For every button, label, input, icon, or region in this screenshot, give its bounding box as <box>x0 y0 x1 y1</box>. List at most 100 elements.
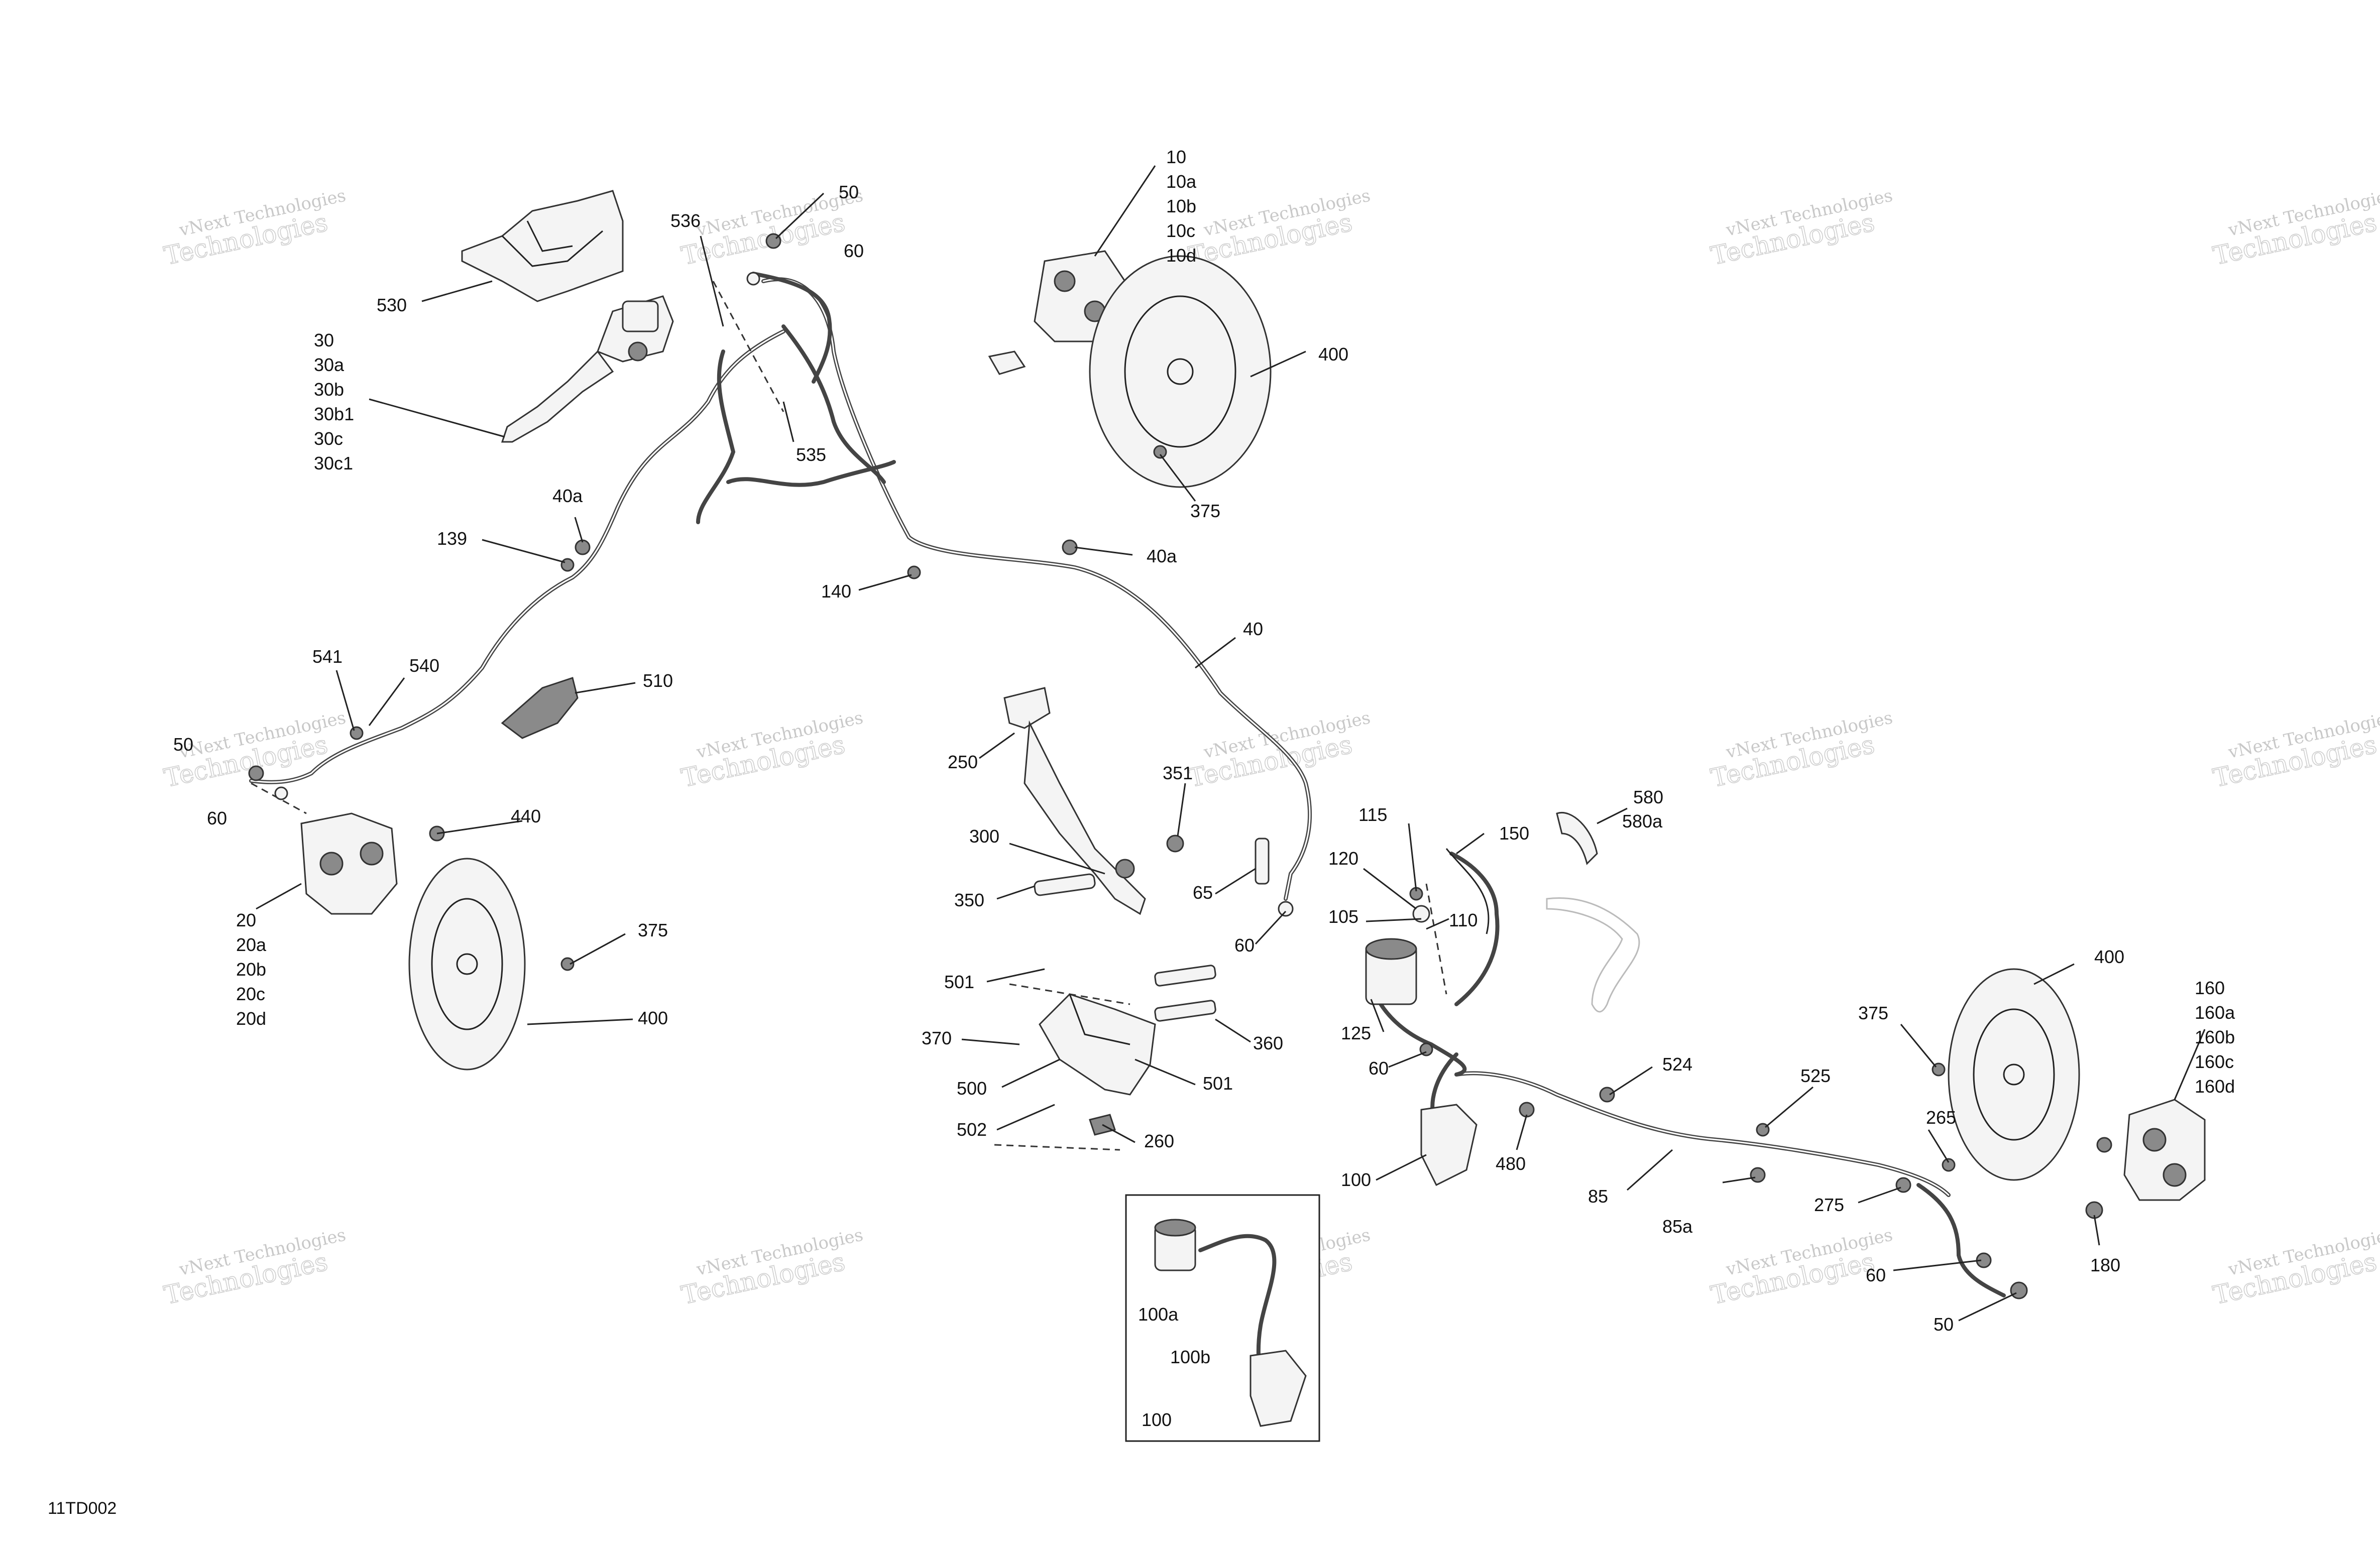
callout-labels: 10 10a 10b 10c 10d 50 60 536 530 30 30a … <box>173 147 2235 1335</box>
part-65-switch <box>1255 838 1270 885</box>
label-480: 480 <box>1496 1153 1526 1174</box>
label-580: 580 <box>1633 787 1663 807</box>
inset-box-100: 100a 100b 100 <box>1125 1194 1320 1442</box>
brake-line-junction <box>696 349 736 524</box>
label-40a-right: 40a <box>1147 546 1177 566</box>
part-500-bracket <box>1039 993 1156 1096</box>
part-100-master-cylinder <box>1420 1104 1478 1186</box>
label-10b: 10b <box>1166 196 1196 216</box>
label-536: 536 <box>670 210 701 231</box>
label-60-rear: 60 <box>1866 1265 1886 1285</box>
label-30c1: 30c1 <box>314 453 353 473</box>
fastener-60-left <box>274 786 288 800</box>
label-100: 100 <box>1341 1169 1371 1190</box>
label-502: 502 <box>957 1119 987 1140</box>
brake-line-lever <box>726 460 896 487</box>
watermark: vNext Technologies Technologies <box>2210 707 2380 793</box>
label-110: 110 <box>1449 910 1478 930</box>
watermark: vNext Technologies Technologies <box>2210 1225 2380 1310</box>
fastener-50-rear <box>2010 1281 2028 1299</box>
brake-line-front-left-inner <box>250 330 784 783</box>
fastener-60-top <box>746 272 760 286</box>
watermark: vNext Technologies Technologies <box>1708 185 1894 271</box>
watermark: vNext Technologies Technologies <box>161 185 348 271</box>
label-120: 120 <box>1328 848 1358 869</box>
label-10: 10 <box>1166 147 1186 167</box>
label-370: 370 <box>922 1028 952 1048</box>
fastener-40a-right <box>1062 539 1078 555</box>
hose-master-cylinder <box>1369 982 1467 1077</box>
part-400-disc-left <box>408 858 526 1071</box>
label-160: 160 <box>2195 978 2225 998</box>
label-30c: 30c <box>314 428 343 449</box>
label-160d: 160d <box>2195 1076 2235 1097</box>
label-30b: 30b <box>314 379 344 400</box>
fastener-85a <box>1750 1167 1766 1183</box>
label-375-left: 375 <box>638 920 668 940</box>
label-300: 300 <box>969 826 999 847</box>
label-20b: 20b <box>236 959 266 980</box>
label-50-top: 50 <box>839 182 859 202</box>
label-10c: 10c <box>1166 220 1195 241</box>
part-510-guard <box>501 677 579 739</box>
label-65: 65 <box>1193 882 1213 903</box>
hose-150 <box>1449 852 1500 1006</box>
label-375-right: 375 <box>1858 1003 1888 1023</box>
fastener-275 <box>1895 1177 1911 1193</box>
label-10d: 10d <box>1166 245 1196 266</box>
label-105: 105 <box>1328 906 1358 927</box>
label-160b: 160b <box>2195 1027 2235 1047</box>
fastener-265 <box>1942 1158 1956 1172</box>
label-30a: 30a <box>314 354 345 375</box>
fastener-375-top <box>1153 445 1167 459</box>
label-100a: 100a <box>1138 1304 1179 1325</box>
label-150: 150 <box>1499 823 1529 844</box>
label-375-top: 375 <box>1190 501 1220 521</box>
label-85a: 85a <box>1662 1216 1693 1237</box>
watermark: vNext Technologies Technologies <box>161 1225 348 1310</box>
label-30: 30 <box>314 330 334 350</box>
part-400-disc-right <box>1948 968 2080 1181</box>
label-20d: 20d <box>236 1008 266 1029</box>
fastener-60-mid <box>1278 901 1294 917</box>
align-110 <box>1425 883 1447 995</box>
label-20a: 20a <box>236 934 267 955</box>
label-501-bottom: 501 <box>1203 1073 1233 1094</box>
fastener-139 <box>560 558 575 572</box>
label-580a: 580a <box>1622 811 1663 832</box>
watermark: vNext Technologies Technologies <box>678 707 865 793</box>
label-85: 85 <box>1588 1186 1608 1207</box>
label-510: 510 <box>643 670 673 691</box>
brake-line-loop <box>781 324 886 484</box>
brake-line-40-inner <box>762 278 1311 900</box>
label-400-left: 400 <box>638 1008 668 1028</box>
label-10a: 10a <box>1166 171 1197 192</box>
brake-line-85-inner <box>1455 1072 1950 1196</box>
label-125: 125 <box>1341 1023 1371 1043</box>
brake-line-top <box>751 272 832 384</box>
fastener-375-left <box>560 957 575 971</box>
part-350-pin <box>1034 873 1096 896</box>
fastener-50-left <box>248 765 264 781</box>
watermark: vNext Technologies Technologies <box>678 1225 865 1310</box>
label-40: 40 <box>1243 619 1263 639</box>
part-360-bolts <box>1154 965 1216 1022</box>
label-50-rear: 50 <box>1934 1314 1954 1335</box>
watermark: vNext Technologies Technologies <box>1186 707 1372 793</box>
part-125-reservoir <box>1365 938 1417 1005</box>
label-160a: 160a <box>2195 1002 2235 1023</box>
leader-lines <box>256 165 2206 1322</box>
label-250: 250 <box>948 752 978 772</box>
label-160c: 160c <box>2195 1051 2234 1072</box>
inset-master-cylinder <box>1250 1350 1307 1427</box>
fastener-140 <box>907 565 921 579</box>
label-260: 260 <box>1144 1131 1174 1151</box>
fastener-351 <box>1166 835 1184 853</box>
label-501-top: 501 <box>944 972 974 992</box>
part-250-brake-pedal <box>1003 687 1146 915</box>
label-115: 115 <box>1358 804 1387 825</box>
label-60-pedal: 60 <box>1234 935 1255 956</box>
label-60-top: 60 <box>844 241 864 261</box>
label-500: 500 <box>957 1078 987 1099</box>
brake-lines <box>249 272 2006 1297</box>
